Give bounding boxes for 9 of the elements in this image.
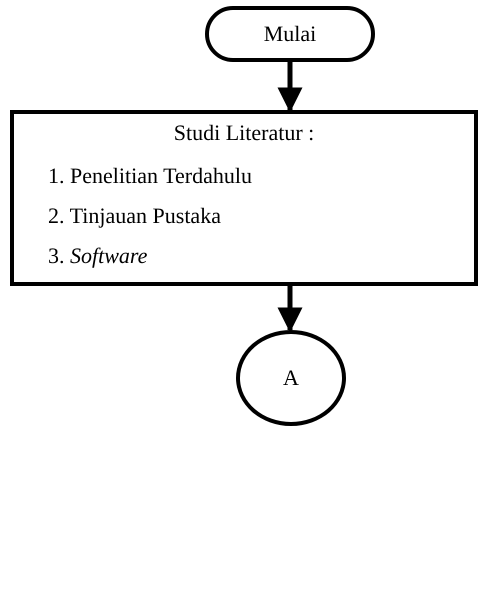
arrow	[278, 286, 302, 332]
list-item: 1. Penelitian Terdahulu	[47, 163, 253, 189]
list-item: 3. Software	[47, 243, 148, 269]
process-box	[10, 110, 478, 286]
list-item: 2. Tinjauan Pustaka	[47, 203, 222, 229]
box-heading: Studi Literatur :	[172, 120, 316, 146]
arrow	[278, 62, 302, 112]
node-text: Mulai	[264, 21, 316, 47]
node-text: A	[283, 365, 299, 391]
